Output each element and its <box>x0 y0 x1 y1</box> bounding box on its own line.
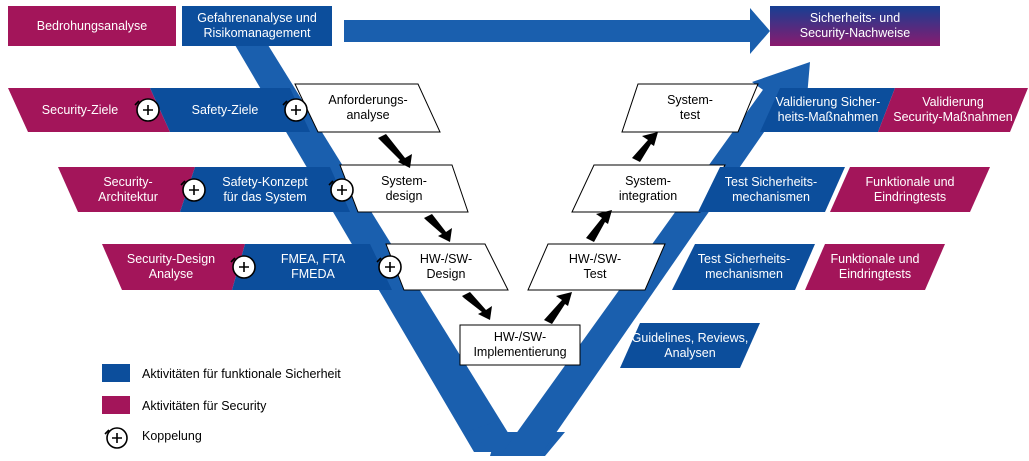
functional-tests-1-label: Funktionale und Eindringtests <box>865 174 955 204</box>
validation-safety-shape <box>760 88 895 132</box>
flow-arrows <box>378 132 658 324</box>
security-goals-shape <box>8 88 170 132</box>
security-design-shape <box>102 244 245 290</box>
threat-analysis-box <box>8 6 176 46</box>
coupling-icon <box>230 255 256 279</box>
legend-safety-swatch <box>102 364 130 382</box>
system-test-label: System- test <box>667 93 713 122</box>
coupling-icon <box>282 98 308 122</box>
requirements-label: Anforderungs- analyse <box>328 93 408 122</box>
hazard-analysis-label: Gefahrenanalyse und Risikomanagement <box>197 11 317 40</box>
validation-safety-label: Validierung Sicher- heits-Maßnahmen <box>775 95 881 124</box>
legend-safety-label: Aktivitäten für funktionale Sicherheit <box>142 367 341 381</box>
evidence-label: Sicherheits- und Security-Nachweise <box>799 11 911 40</box>
coupling-icon <box>376 255 402 279</box>
system-design-label: System- design <box>381 173 427 203</box>
safety-goals-label: Safety-Ziele <box>191 102 259 117</box>
system-integration-label: System- integration <box>618 173 678 203</box>
hw-sw-test-box <box>527 243 666 291</box>
guidelines-label: Guidelines, Reviews, Analysen <box>631 330 749 360</box>
functional-tests-2-shape <box>805 244 945 290</box>
fmea-shape <box>232 244 392 290</box>
v-left-arrowhead <box>466 420 500 456</box>
functional-tests-1-shape <box>830 167 990 212</box>
system-design-box <box>339 164 469 213</box>
safety-goals-shape <box>150 88 310 132</box>
arrow-req-to-sysdesign <box>378 134 412 168</box>
arrow-sysdesign-to-hwdesign <box>424 214 452 242</box>
test-safety-1-shape <box>698 167 845 212</box>
evidence-box <box>770 6 940 46</box>
coupling-icon <box>104 427 128 449</box>
arrow-sysint-to-systest <box>632 132 658 162</box>
arrow-impl-to-hwtest <box>544 292 572 324</box>
test-safety-1-label: Test Sicherheits- mechanismen <box>724 174 818 204</box>
validation-security-label: Validierung Security-Maßnahmen <box>893 95 1013 124</box>
arrow-hwdesign-to-impl <box>462 292 492 320</box>
guidelines-shape <box>620 323 760 368</box>
coupling-icon <box>134 98 160 122</box>
threat-analysis-label: Bedrohungsanalyse <box>36 18 148 33</box>
legend-security-swatch <box>102 396 130 414</box>
safety-concept-shape <box>180 167 350 212</box>
functional-tests-2-label: Funktionale und Eindringtests <box>830 252 920 281</box>
implementation-box <box>459 324 581 366</box>
legend-coupling-label: Koppelung <box>142 429 202 443</box>
security-goals-label: Security-Ziele <box>41 102 119 117</box>
hw-sw-design-label: HW-/SW- Design <box>419 252 473 281</box>
hazard-analysis-box <box>182 6 332 46</box>
test-safety-2-shape <box>672 244 815 290</box>
security-architecture-shape <box>58 167 195 212</box>
v-left-band <box>235 45 520 452</box>
top-arrow-shaft <box>344 20 755 42</box>
hw-sw-test-label: HW-/SW- Test <box>568 252 622 281</box>
top-arrow-head <box>750 8 770 54</box>
test-safety-2-label: Test Sicherheits- mechanismen <box>697 252 791 281</box>
implementation-label: HW-/SW- Implementierung <box>473 330 567 359</box>
requirements-box <box>294 83 441 133</box>
coupling-icon <box>180 178 206 202</box>
coupling-icon <box>328 178 354 202</box>
security-design-label: Security-Design Analyse <box>126 252 216 281</box>
validation-security-shape <box>878 88 1028 132</box>
system-test-box <box>621 83 759 133</box>
fmea-label: FMEA, FTA FMEDA <box>280 252 346 281</box>
security-architecture-label: Security- Architektur <box>98 174 158 204</box>
legend-security-label: Aktivitäten für Security <box>142 399 267 413</box>
arrow-hwtest-to-sysint <box>586 210 612 242</box>
safety-concept-label: Safety-Konzept für das System <box>222 174 308 204</box>
